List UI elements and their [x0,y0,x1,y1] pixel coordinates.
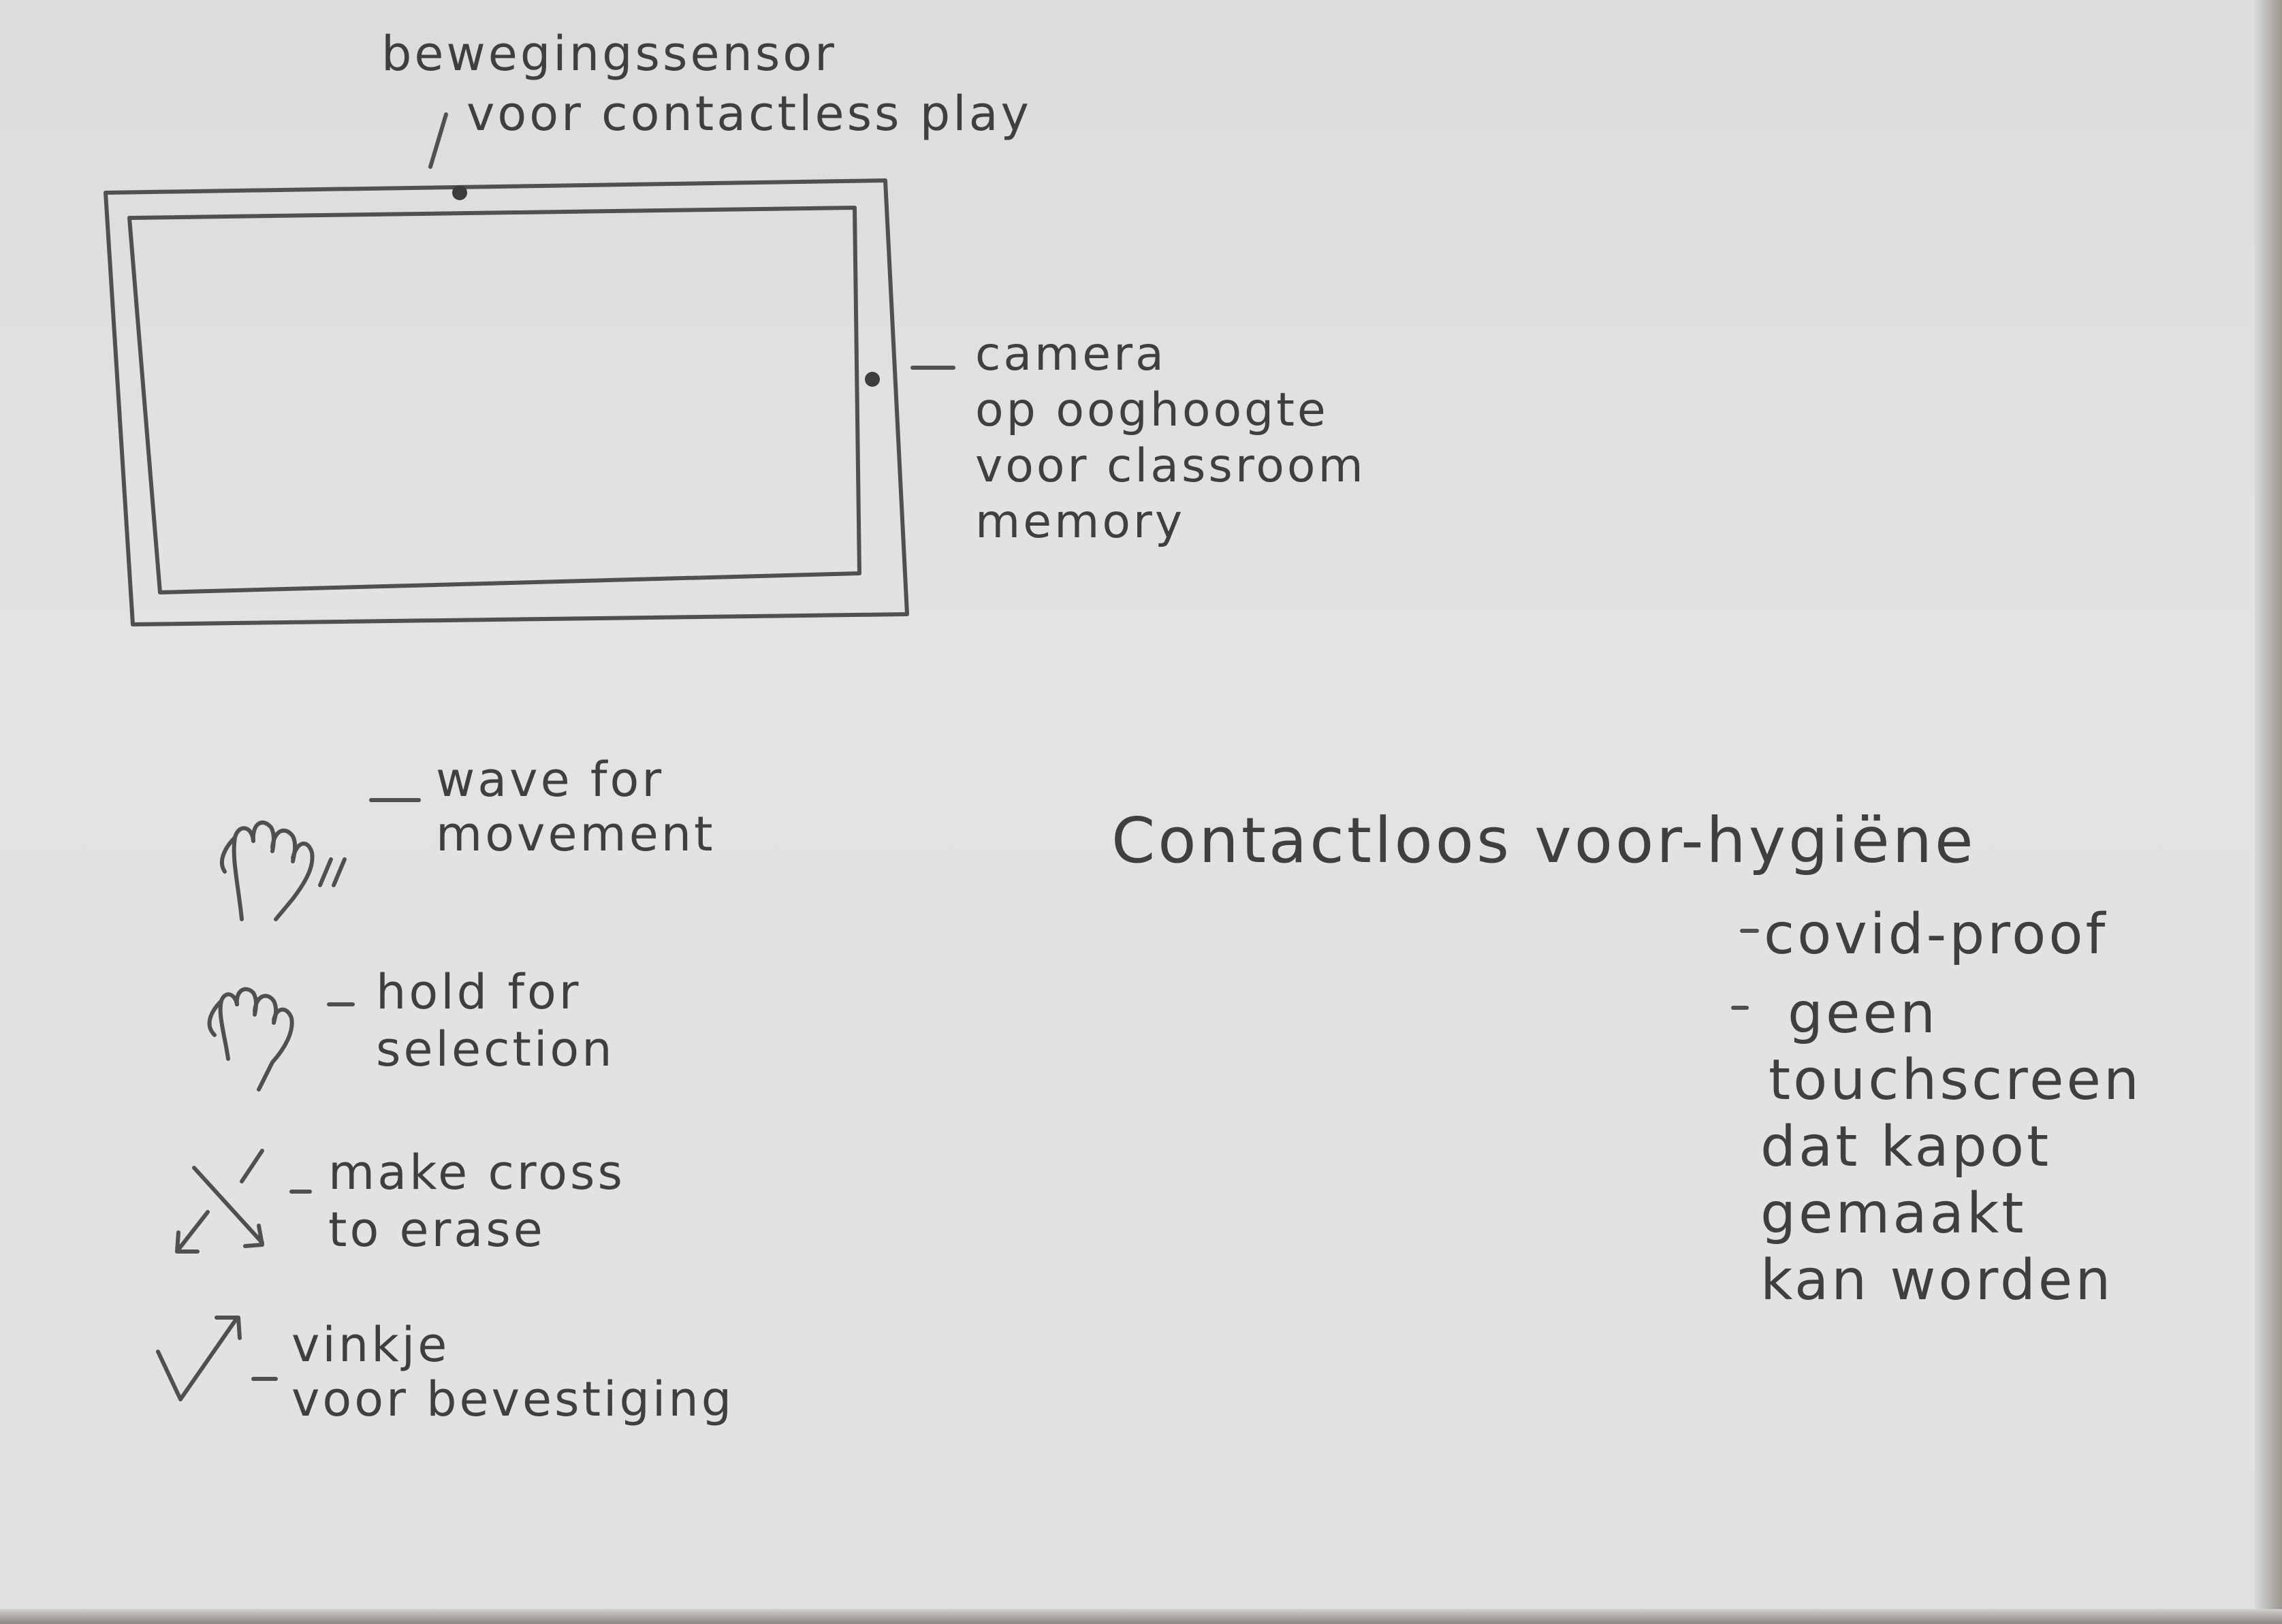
tablet-outer-frame [104,178,909,626]
gesture-check-line1: vinkje [291,1317,450,1373]
gesture-check-line2: voor bevestiging [291,1371,735,1427]
gesture-hold-line2: selection [376,1021,615,1077]
camera-label-line1: camera [975,328,1167,381]
gesture-check-label: vinkje voor bevestiging [291,1318,734,1427]
gesture-hold-line1: hold for [376,964,582,1020]
gesture-cross-label: make cross to erase [328,1144,625,1258]
open-hand-icon [207,987,355,1092]
hygiene-line-4: gemaakt [1760,1181,2027,1246]
camera-label: camera op ooghoogte voor classroom memor… [975,327,1366,550]
waving-hand-icon [220,821,347,921]
sensor-leader-line [428,112,448,169]
camera-label-line4: memory [975,495,1186,549]
hygiene-line-5: kan worden [1760,1248,2114,1313]
motion-sensor-dot [452,185,467,200]
table-surface-bottom [0,1609,2282,1624]
hygiene-title: Contactloos voor-hygiëne [1111,804,1976,877]
gesture-cross-line1: make cross [328,1145,625,1200]
hygiene-bullet-covid: covid-proof [1764,902,2108,967]
sensor-label-line2: voor contactless play [466,86,1032,142]
gesture-wave-line2: movement [436,806,716,862]
tablet-screen [127,206,861,594]
gesture-cross-line2: to erase [328,1202,545,1258]
sensor-label-line1: bewegingssensor [381,26,837,82]
hygiene-line-1: geen [1788,981,1938,1046]
cross-gesture-icon [175,1149,312,1254]
camera-dot [865,372,880,387]
camera-label-line3: voor classroom [975,439,1366,493]
gesture-hold-label: hold for selection [376,964,615,1078]
hygiene-line-2: touchscreen [1769,1048,2142,1113]
hygiene-line-3: dat kapot [1760,1115,2052,1179]
hygiene-bullet-touchscreen: geen touchscreen dat kapot gemaakt kan w… [1760,981,2142,1314]
table-surface-edge [2255,0,2282,1624]
gesture-wave-label: wave for movement [436,752,716,861]
gesture-wave-line1: wave for [436,752,665,808]
camera-label-line2: op ooghoogte [975,383,1329,437]
motion-sensor-label: bewegingssensor voor contactless play [381,24,1032,144]
checkmark-gesture-icon [156,1316,278,1401]
